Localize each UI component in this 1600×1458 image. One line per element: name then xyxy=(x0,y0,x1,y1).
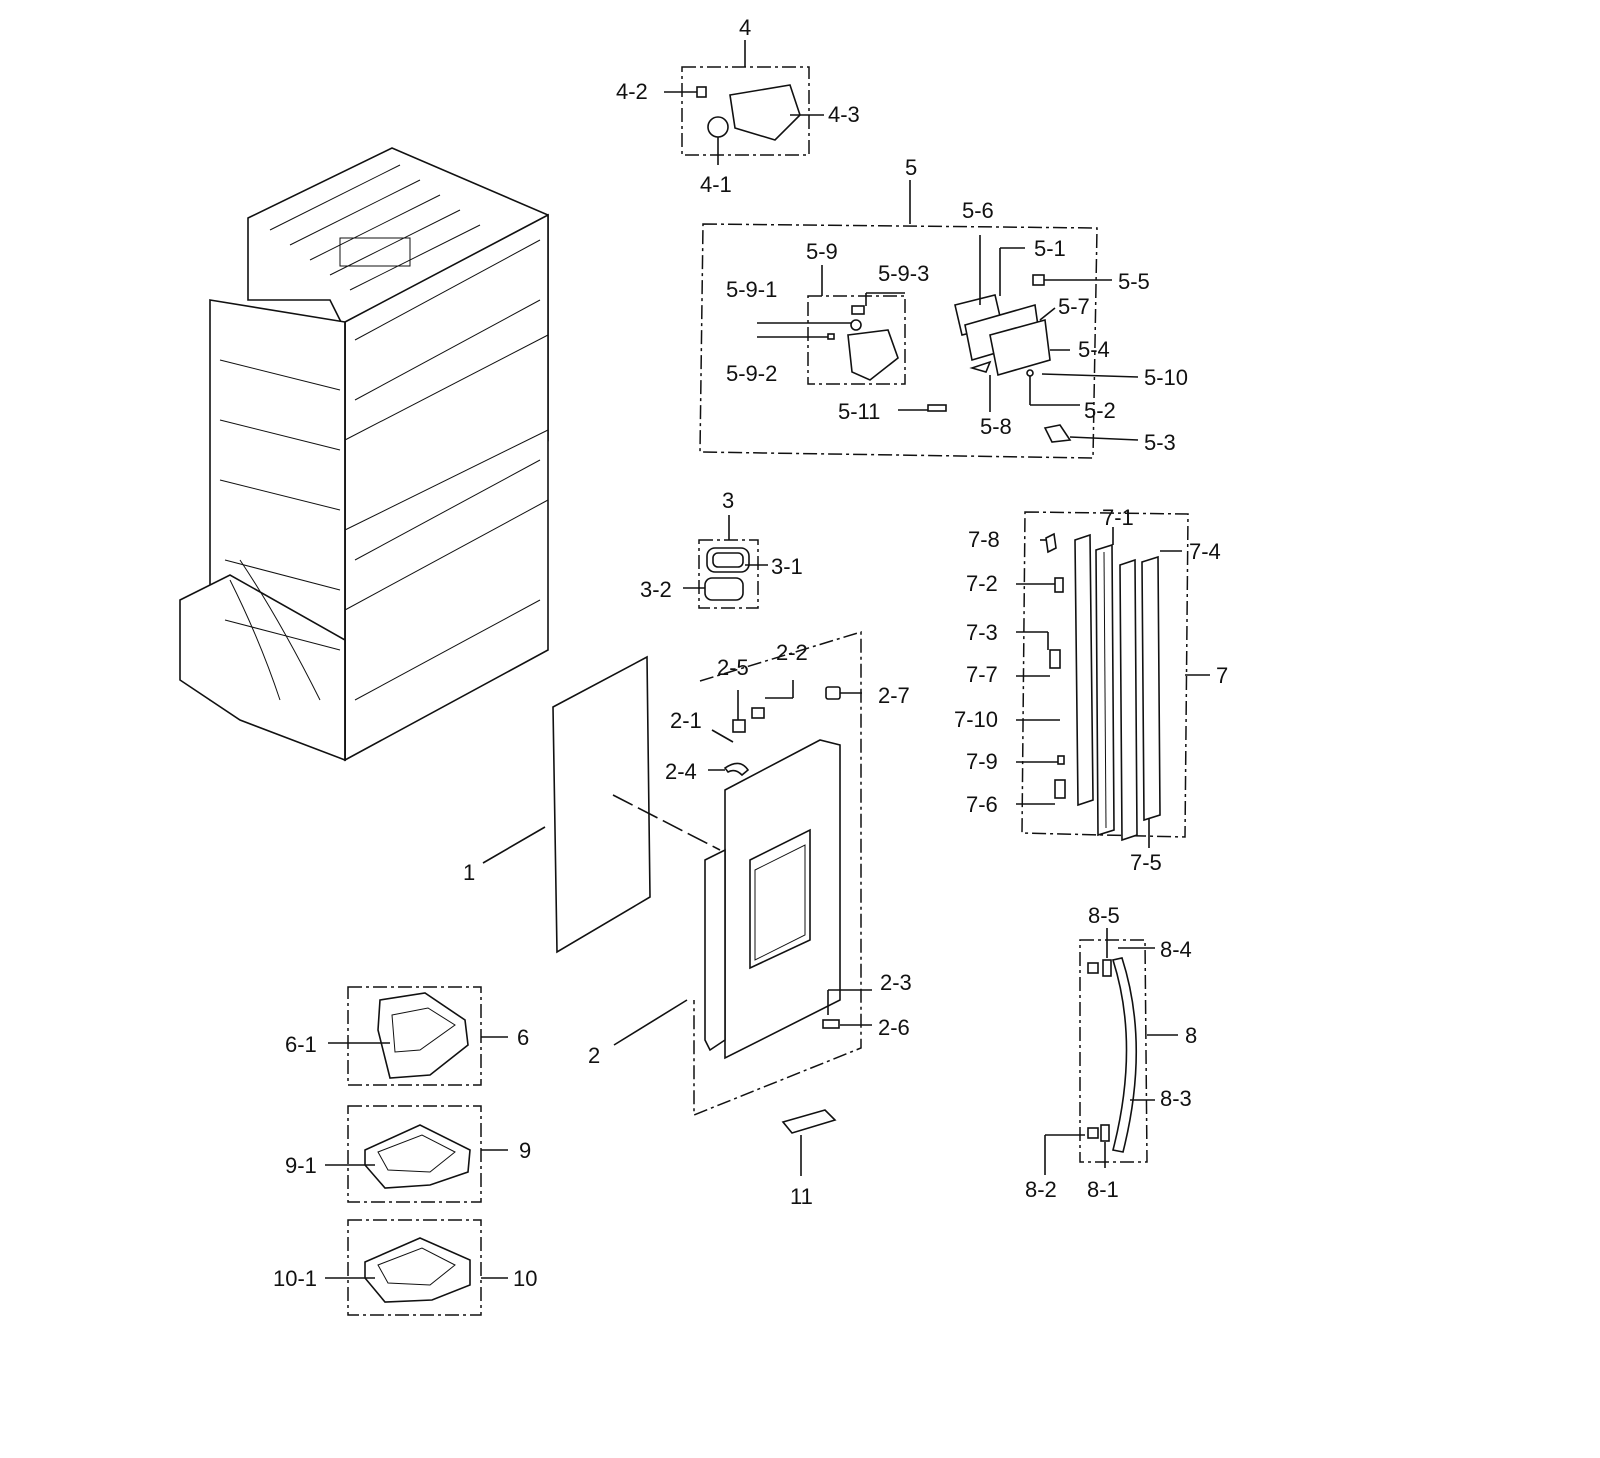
label-6: 6 xyxy=(517,1025,529,1050)
label-8-4: 8-4 xyxy=(1160,937,1192,962)
group-2-door xyxy=(613,630,872,1117)
label-7-6: 7-6 xyxy=(966,792,998,817)
group-4 xyxy=(664,40,824,165)
group-7 xyxy=(1016,511,1210,848)
group-6 xyxy=(328,986,508,1086)
label-4-3: 4-3 xyxy=(828,102,860,127)
label-5-9-3: 5-9-3 xyxy=(878,261,929,286)
label-2-1: 2-1 xyxy=(670,708,702,733)
label-5-6: 5-6 xyxy=(962,198,994,223)
label-4: 4 xyxy=(739,15,751,40)
label-2-4: 2-4 xyxy=(665,759,697,784)
label-5-8: 5-8 xyxy=(980,414,1012,439)
label-8-3: 8-3 xyxy=(1160,1086,1192,1111)
label-5-10: 5-10 xyxy=(1144,365,1188,390)
label-4-2: 4-2 xyxy=(616,79,648,104)
label-5-11: 5-11 xyxy=(838,399,880,424)
group-10 xyxy=(325,1219,508,1316)
label-2: 2 xyxy=(588,1043,600,1068)
label-5-9-2: 5-9-2 xyxy=(726,361,777,386)
label-7-1: 7-1 xyxy=(1102,505,1134,530)
label-10-1: 10-1 xyxy=(273,1266,317,1291)
label-5-7: 5-7 xyxy=(1058,294,1090,319)
group-3 xyxy=(683,515,768,609)
label-2-6: 2-6 xyxy=(878,1015,910,1040)
label-7: 7 xyxy=(1216,663,1228,688)
label-10: 10 xyxy=(513,1266,537,1291)
label-3-1: 3-1 xyxy=(771,554,803,579)
label-5-4: 5-4 xyxy=(1078,337,1110,362)
label-5-1: 5-1 xyxy=(1034,236,1066,261)
label-6-1: 6-1 xyxy=(285,1032,317,1057)
label-1: 1 xyxy=(463,860,475,885)
group-5 xyxy=(699,180,1139,459)
label-5-3: 5-3 xyxy=(1144,430,1176,455)
label-2-2: 2-2 xyxy=(776,640,808,665)
label-7-10: 7-10 xyxy=(954,707,998,732)
label-3-2: 3-2 xyxy=(640,577,672,602)
label-5-5: 5-5 xyxy=(1118,269,1150,294)
group-8 xyxy=(1044,928,1178,1175)
label-8-5: 8-5 xyxy=(1088,903,1120,928)
label-7-2: 7-2 xyxy=(966,571,998,596)
label-2-7: 2-7 xyxy=(878,683,910,708)
label-5-2: 5-2 xyxy=(1084,398,1116,423)
label-3: 3 xyxy=(722,488,734,513)
label-4-1: 4-1 xyxy=(700,172,732,197)
label-7-8: 7-8 xyxy=(968,527,1000,552)
label-9-1: 9-1 xyxy=(285,1153,317,1178)
label-8-1: 8-1 xyxy=(1087,1177,1119,1202)
label-7-9: 7-9 xyxy=(966,749,998,774)
label-5-9-1: 5-9-1 xyxy=(726,277,777,302)
label-7-4: 7-4 xyxy=(1189,539,1221,564)
label-2-5: 2-5 xyxy=(717,655,749,680)
label-5: 5 xyxy=(905,155,917,180)
label-9: 9 xyxy=(519,1138,531,1163)
part-11 xyxy=(781,1109,837,1176)
label-7-3: 7-3 xyxy=(966,620,998,645)
part-1-gasket xyxy=(482,655,721,954)
label-8-2: 8-2 xyxy=(1025,1177,1057,1202)
label-7-5: 7-5 xyxy=(1130,850,1162,875)
group-9 xyxy=(325,1105,508,1203)
label-11: 11 xyxy=(790,1184,813,1209)
label-7-7: 7-7 xyxy=(966,662,998,687)
refrigerator-cabinet xyxy=(179,147,549,762)
label-5-9: 5-9 xyxy=(806,239,838,264)
label-2-3: 2-3 xyxy=(880,970,912,995)
label-8: 8 xyxy=(1185,1023,1197,1048)
